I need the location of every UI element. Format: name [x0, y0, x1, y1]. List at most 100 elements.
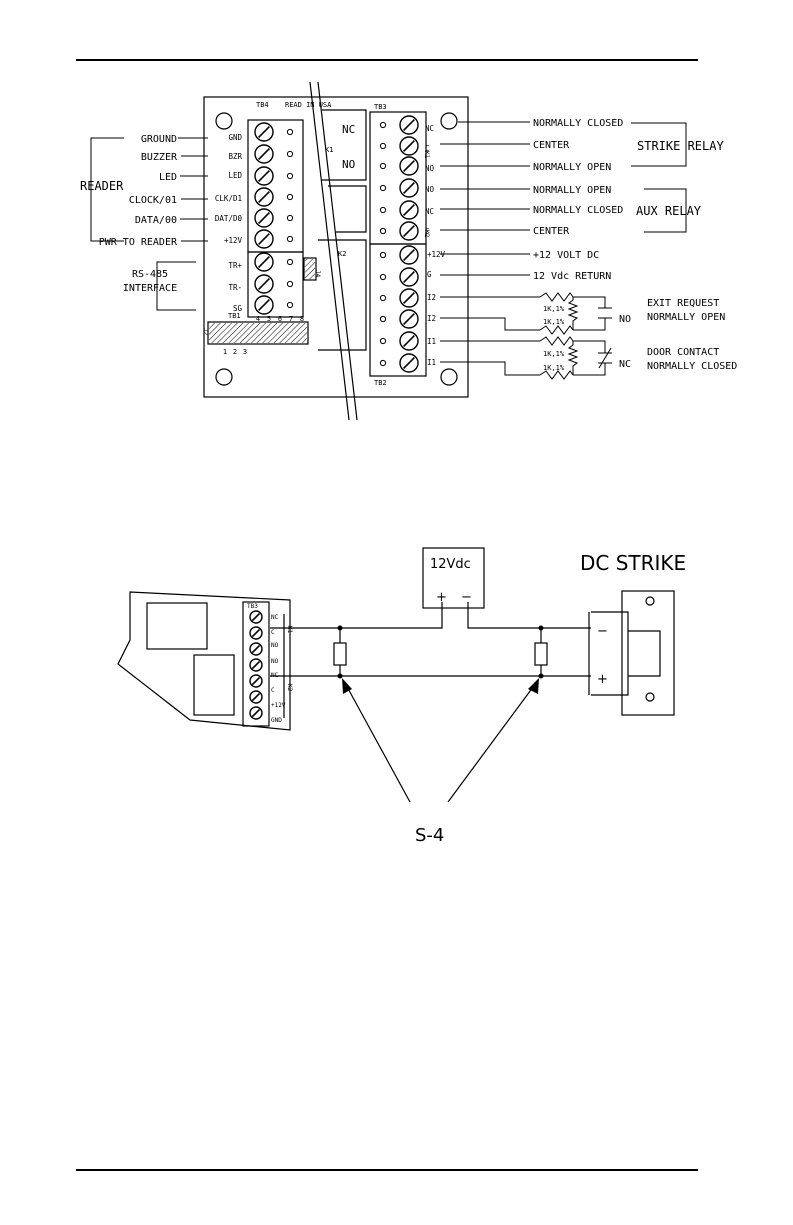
strike-wiring-diagram	[117, 547, 675, 803]
pin-hole	[286, 193, 294, 201]
terminal-screw	[399, 156, 419, 176]
terminal-screw	[399, 309, 419, 329]
tb1-pin-label: SG	[233, 304, 243, 313]
strike-title: DC STRIKE	[580, 551, 686, 575]
pin-hole	[379, 337, 387, 345]
terminal-screw	[254, 208, 274, 228]
terminal-screw	[249, 610, 263, 624]
tb4-pin-label: BZR	[228, 152, 242, 161]
data-label: DATA/00	[135, 215, 177, 226]
pin-hole	[379, 315, 387, 323]
terminal-screw	[254, 122, 274, 142]
tb3-label: TB3	[374, 103, 387, 111]
resistor-4-label: 1K,1%	[543, 364, 565, 372]
arrow-line-1	[344, 682, 411, 803]
nc-label: NC	[619, 359, 631, 370]
terminal-screw	[249, 642, 263, 656]
j2-header	[207, 321, 309, 345]
pin-hole	[286, 258, 294, 266]
tb4-tb1-screws	[254, 122, 294, 315]
center-2-label: CENTER	[533, 226, 570, 237]
normally-open-2-label: NORMALLY OPEN	[533, 185, 611, 196]
tb2-pin-label: G	[427, 270, 432, 279]
terminal-screw	[254, 166, 274, 186]
tb1-pin-labels: TR+ TR- SG	[228, 261, 242, 313]
pin-hole	[286, 214, 294, 222]
terminal-screw	[399, 221, 419, 241]
arrow-line-2	[447, 682, 537, 803]
wire-plus	[270, 602, 443, 629]
terminal-screw	[399, 288, 419, 308]
tb3-pin-label: NC	[425, 207, 434, 216]
pin-hole	[286, 172, 294, 180]
pin-hole	[286, 235, 294, 243]
j2-hatch	[209, 323, 307, 343]
bottom-k1-label: K1	[286, 626, 293, 634]
tb2-pin-label: I2	[427, 293, 436, 302]
resistor-3-label: 1K,1%	[543, 350, 565, 358]
pin-hole	[286, 128, 294, 136]
pin-hole	[286, 280, 294, 288]
relay-nc-label: NC	[342, 123, 355, 136]
strike-body	[591, 611, 629, 696]
strike-faceplate	[621, 590, 675, 716]
header-pin-number: 3	[243, 348, 247, 356]
buzzer-label: BUZZER	[141, 152, 178, 163]
pin-hole	[379, 162, 387, 170]
tb4-block	[247, 119, 304, 253]
resistor-2-label: 1K,1%	[543, 318, 565, 326]
pin-hole	[379, 121, 387, 129]
tb4-label: TB4	[256, 101, 269, 109]
mounting-hole	[440, 112, 458, 130]
terminal-screw	[254, 229, 274, 249]
board-outline	[203, 96, 469, 398]
bottom-tb-label: TB3	[247, 603, 258, 610]
terminal-screw	[399, 353, 419, 373]
arrowheads	[337, 625, 544, 694]
terminal-screw	[249, 674, 263, 688]
tb4-pin-label: LED	[228, 171, 242, 180]
bottom-tb-pin-label: NC	[271, 672, 279, 679]
board-relay-1	[146, 602, 208, 650]
arrowhead-2	[528, 678, 539, 694]
break-line	[309, 81, 350, 421]
k2-label: K2	[338, 250, 346, 258]
terminal-screw	[254, 274, 274, 294]
reader-group-label: READER	[80, 179, 124, 193]
mounting-hole	[215, 368, 233, 386]
board-relay-2	[193, 654, 235, 716]
relay-k2-outline	[318, 239, 367, 351]
j4-hatch	[305, 259, 315, 279]
supply-box	[422, 547, 485, 609]
header-pin-number: 4	[256, 315, 260, 323]
bottom-tb-pin-label: +12V	[271, 702, 286, 709]
tb1-pin-label: TR+	[228, 261, 242, 270]
terminal-screw	[254, 295, 274, 315]
tb3-k2-label: K2	[423, 230, 430, 238]
door-normally-closed-label: NORMALLY CLOSED	[647, 361, 737, 372]
tb1-pin-label: TR-	[228, 283, 242, 292]
mounting-hole	[215, 112, 233, 130]
terminal-screw	[254, 252, 274, 272]
pin-hole	[379, 273, 387, 281]
bottom-tb-pin-label: NO	[271, 658, 279, 665]
vdc-return-label: 12 Vdc RETURN	[533, 271, 611, 282]
normally-closed-2-label: NORMALLY CLOSED	[533, 205, 623, 216]
terminal-screw	[249, 658, 263, 672]
strike-screw-bottom	[645, 692, 655, 702]
suppressor-2	[534, 642, 548, 666]
pin-hole	[379, 251, 387, 259]
header-pin-number: 5	[267, 315, 271, 323]
tb3-pin-label: C	[425, 144, 430, 153]
tb1-label: TB1	[228, 312, 241, 320]
tb2-pin-label: I1	[427, 358, 436, 367]
pin-hole	[286, 150, 294, 158]
tb3-pin-label: NO	[425, 185, 435, 194]
tb3-pin-label: C	[425, 227, 430, 236]
terminal-screw	[399, 136, 419, 156]
relay-k1-outline	[322, 109, 367, 181]
header-pin-number: 1	[223, 348, 227, 356]
